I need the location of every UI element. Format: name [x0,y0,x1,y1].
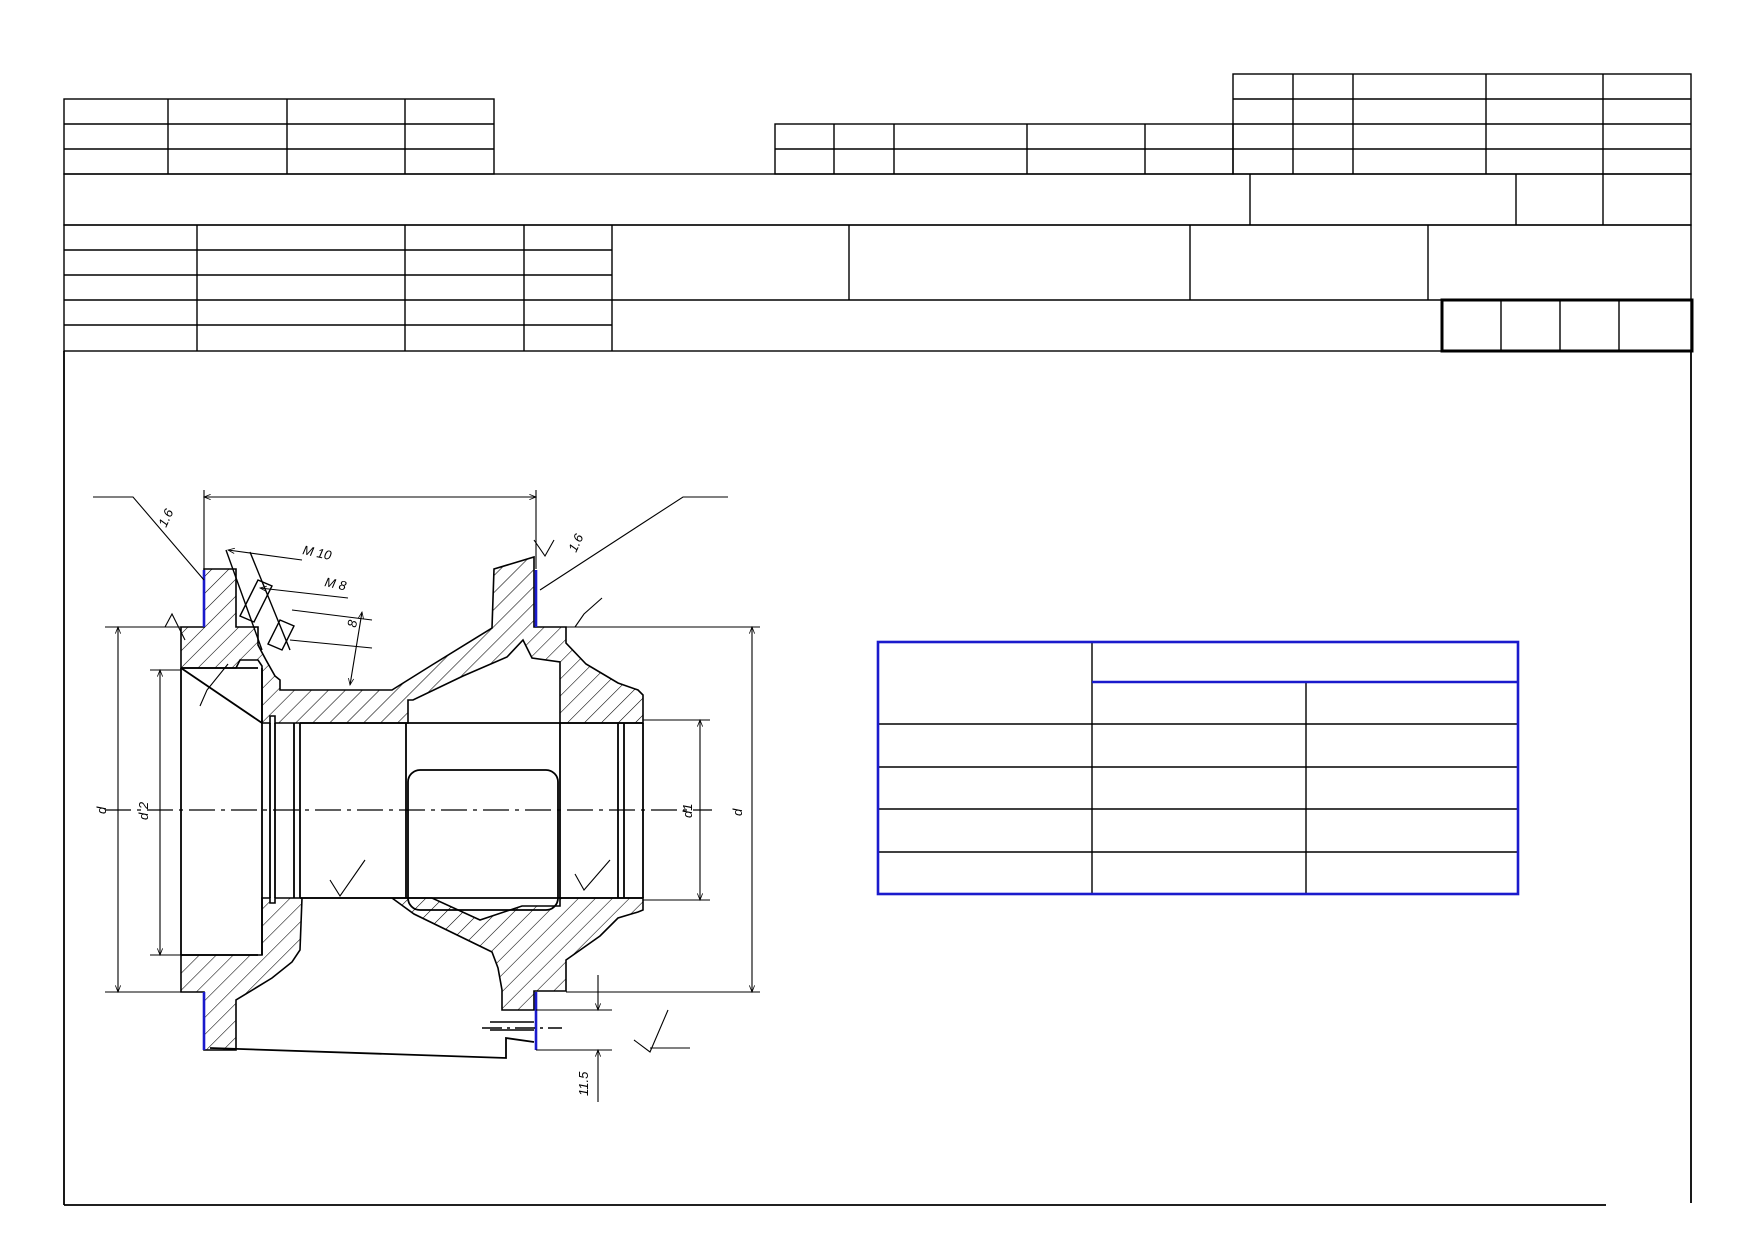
roughness-left-label: 1.6 [155,506,177,529]
approval-table-right [774,73,1692,175]
parameter-table [876,640,1520,896]
dim-11-5-label: 11.5 [576,1071,591,1096]
part-section [105,549,712,1059]
small-dim-label: 8 [344,618,360,628]
dim-d1-label: d1 [680,804,695,818]
sheet-number-box [1440,298,1694,353]
upper-wall-section [180,555,644,724]
title-row [63,173,1692,226]
lower-wall-section [180,897,644,1051]
dimension-labels: 1.6 1.6 M 10 M 8 8 d d 2 d1 d 11.5 [94,506,745,1096]
dim-d2-label: d 2 [136,801,151,820]
roughness-symbols [93,496,728,1053]
roughness-right-label: 1.6 [565,531,587,554]
dim-d-right-label: d [730,808,745,816]
dim-d-label: d [94,806,109,814]
dimensions [105,490,760,1102]
revision-table-left [63,98,495,175]
thread-m10-label: M 10 [301,542,333,563]
title-block [63,73,1694,1206]
info-rows [63,224,1692,352]
thread-m8-label: M 8 [323,574,348,593]
